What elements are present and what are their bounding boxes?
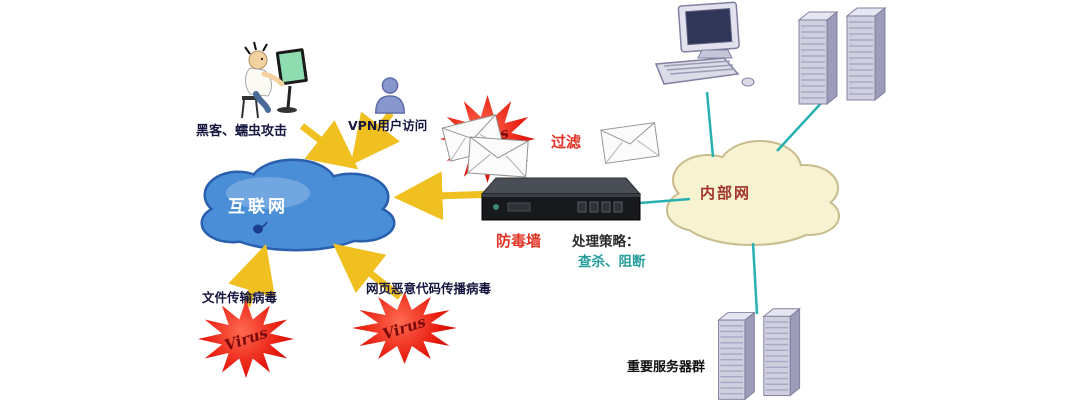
virus-burst-file: Virus bbox=[198, 300, 294, 378]
strategy-actions-label: 查杀、阻断 bbox=[578, 254, 646, 270]
file-virus-label: 文件传输病毒 bbox=[202, 290, 278, 305]
desktop-computer-icon bbox=[654, 1, 755, 87]
hacker-attack-label: 黑客、蠕虫攻击 bbox=[196, 124, 288, 139]
filter-label: 过滤 bbox=[551, 133, 582, 151]
hacker-figure-icon bbox=[241, 41, 308, 119]
envelope-icon-2 bbox=[467, 136, 529, 178]
envelope-icon-3 bbox=[600, 122, 660, 164]
vpn-user-icon bbox=[375, 77, 405, 114]
internet-label: 互联网 bbox=[228, 197, 288, 217]
firewall-label: 防毒墙 bbox=[496, 232, 542, 250]
internet-cloud bbox=[200, 158, 396, 252]
strategy-label: 处理策略： bbox=[572, 234, 640, 250]
web-virus-label: 网页恶意代码传播病毒 bbox=[366, 281, 492, 296]
mouse-icon bbox=[253, 221, 268, 234]
virus-label-file: Virus bbox=[222, 323, 270, 355]
server-rack-bottom-icon bbox=[717, 308, 801, 401]
vpn-access-label: VPN用户访问 bbox=[348, 118, 428, 133]
intranet-cloud bbox=[666, 140, 840, 246]
firewall-device bbox=[480, 177, 642, 221]
server-rack-top-icon bbox=[798, 7, 886, 105]
virus-label-web: Virus bbox=[380, 312, 429, 344]
intranet-label: 内部网 bbox=[700, 184, 752, 202]
server-group-label: 重要服务器群 bbox=[627, 360, 706, 375]
virus-burst-web: Virus bbox=[352, 292, 457, 364]
